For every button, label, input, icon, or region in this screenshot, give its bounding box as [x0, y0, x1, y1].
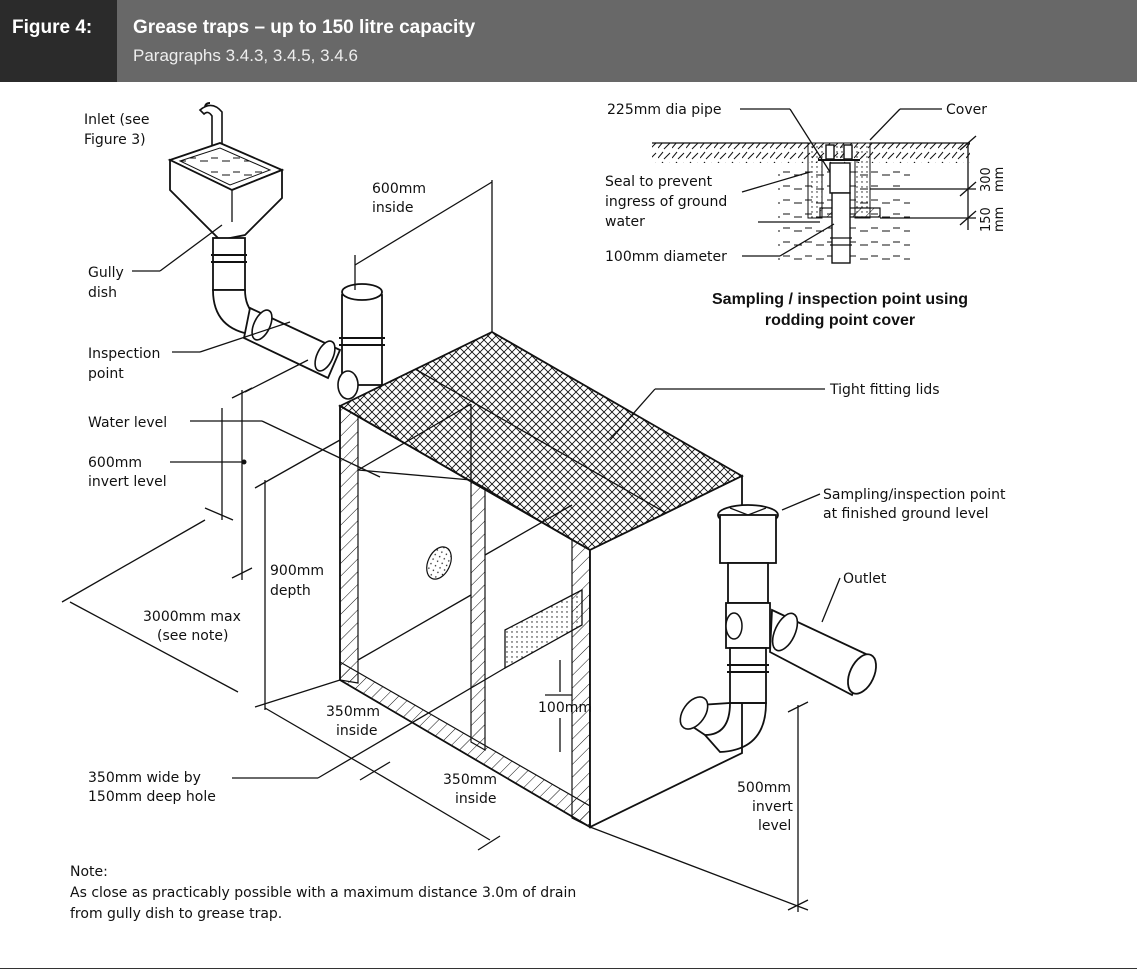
lid-split — [414, 368, 667, 514]
inspection-riser — [341, 294, 383, 386]
inset-detail — [652, 108, 977, 265]
label-invert500-2: invert — [752, 799, 793, 815]
gully-dish-body — [169, 158, 283, 241]
outlet-pipework — [679, 504, 877, 753]
label-hole-1: 350mm wide by — [88, 770, 201, 786]
inset-caption-1: Sampling / inspection point using — [712, 291, 968, 308]
label-inspection-2: point — [88, 366, 124, 382]
inner-back-1 — [357, 403, 472, 471]
bottom-rule — [0, 968, 1137, 969]
inner-floor — [357, 594, 472, 661]
figure-subtitle: Paragraphs 3.4.3, 3.4.5, 3.4.6 — [133, 46, 358, 65]
tank-left-wall — [339, 404, 359, 684]
inset-caption-2: rodding point cover — [765, 312, 915, 329]
label-inside600-2: inside — [372, 200, 413, 216]
label-invert600-2: invert level — [88, 474, 167, 490]
label-invert600-1: 600mm — [88, 455, 142, 471]
figure-header: Figure 4: Grease traps – up to 150 litre… — [0, 0, 1137, 82]
label-tight-lids: Tight fitting lids — [829, 382, 940, 398]
water-line-1 — [357, 469, 472, 481]
tank-right-wall — [571, 538, 591, 828]
gully-grate — [178, 147, 272, 186]
inset-label-cover: Cover — [946, 102, 987, 118]
label-inside600-1: 600mm — [372, 181, 426, 197]
note-line-2: from gully dish to grease trap. — [70, 906, 282, 922]
inset-dim300-2: mm — [992, 167, 1007, 192]
grease-trap-tank — [338, 330, 744, 829]
label-sampling-1: Sampling/inspection point — [823, 487, 1006, 503]
water-line-2 — [484, 487, 573, 541]
inset-dim300-1: 300 — [979, 167, 994, 192]
label-invert500-1: 500mm — [737, 780, 791, 796]
baffle-hole — [504, 588, 583, 670]
note-line-1: As close as practicably possible with a … — [70, 885, 576, 901]
label-inside350a-2: inside — [336, 723, 377, 739]
label-depth-1: 900mm — [270, 563, 324, 579]
inlet-hole — [426, 546, 452, 580]
label-hole-depth: 100mm — [538, 700, 592, 716]
inspection-cap — [341, 283, 383, 301]
inset-label-pipe225: 225mm dia pipe — [607, 102, 722, 118]
inlet-pipework — [167, 102, 385, 400]
inset-label-seal-2: ingress of ground — [605, 194, 727, 210]
figure-number-box: Figure 4: — [0, 0, 117, 82]
label-inlet-1: Inlet (see — [84, 112, 149, 128]
label-inspection-1: Inspection — [88, 346, 160, 362]
label-depth-2: depth — [270, 583, 311, 599]
inset-label-seal-1: Seal to prevent — [605, 174, 713, 190]
note-heading: Note: — [70, 864, 108, 880]
label-inside350b-2: inside — [455, 791, 496, 807]
label-length-1: 3000mm max — [143, 609, 241, 625]
label-inside350b-1: 350mm — [443, 772, 497, 788]
sampling-riser — [719, 514, 777, 564]
label-gully-2: dish — [88, 285, 117, 301]
label-sampling-2: at finished ground level — [823, 506, 989, 522]
inset-label-dia100: 100mm diameter — [605, 249, 727, 265]
inset-dim150-1: 150 — [979, 207, 994, 232]
label-water-level: Water level — [88, 415, 167, 431]
label-length-2: (see note) — [157, 628, 228, 644]
inset-label-seal-3: water — [605, 214, 645, 230]
label-invert500-3: level — [758, 818, 791, 834]
label-inside350a-1: 350mm — [326, 704, 380, 720]
label-hole-2: 150mm deep hole — [88, 789, 216, 805]
figure-title: Grease traps – up to 150 litre capacity — [133, 17, 476, 38]
tank-baffle — [470, 478, 486, 752]
inner-floor-2 — [484, 504, 573, 556]
dimension-lines — [61, 180, 841, 912]
inset-dim150-2: mm — [992, 207, 1007, 232]
label-outlet: Outlet — [843, 571, 887, 587]
label-inlet-2: Figure 3) — [84, 132, 146, 148]
label-gully-1: Gully — [88, 265, 124, 281]
figure-number: Figure 4: — [12, 17, 93, 38]
drop-pipe — [212, 237, 246, 291]
